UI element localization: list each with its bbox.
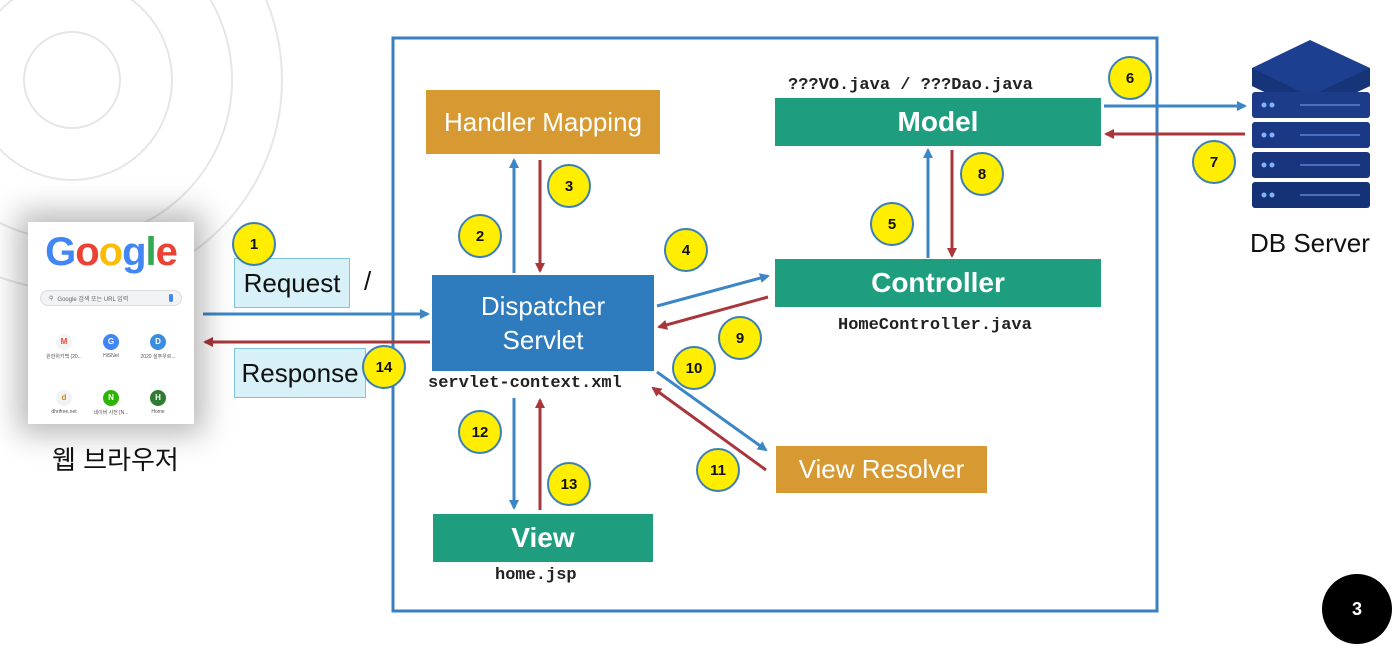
step-badge-4: 4 xyxy=(664,228,708,272)
arrow-step-11 xyxy=(651,386,767,472)
home-icon: H xyxy=(150,390,166,406)
page-number: 3 xyxy=(1322,574,1392,644)
shortcut-tile[interactable]: G HiSNet xyxy=(91,334,131,359)
arrow-step-9 xyxy=(657,295,769,330)
step-badge-8: 8 xyxy=(960,152,1004,196)
controller-box: Controller xyxy=(775,259,1101,307)
dispatcher-line-1: Dispatcher xyxy=(480,291,606,321)
site-icon: d xyxy=(56,390,72,406)
dispatcher-config-file: servlet-context.xml xyxy=(428,374,622,393)
step-badge-2: 2 xyxy=(458,214,502,258)
step-badge-14: 14 xyxy=(362,345,406,389)
step-badge-6: 6 xyxy=(1108,56,1152,100)
browser-search-bar[interactable]: ⚲ Google 검색 또는 URL 입력 xyxy=(40,290,182,306)
shortcut-tile[interactable]: D 2020 설주우르... xyxy=(138,334,178,360)
gmail-icon: M xyxy=(56,334,72,350)
browser-caption: 웹 브라우저 xyxy=(52,445,179,475)
model-files: ???VO.java / ???Dao.java xyxy=(788,76,1033,95)
spring-container-frame xyxy=(391,36,1159,613)
arrow-step-10 xyxy=(656,370,768,452)
site-icon: G xyxy=(103,334,119,350)
shortcut-tile[interactable]: N 네이버 사전 [N... xyxy=(91,390,131,416)
browser-screenshot: Google ⚲ Google 검색 또는 URL 입력 M 원한위키백 (20.… xyxy=(28,222,194,424)
google-logo: Google xyxy=(45,230,178,274)
view-box: View xyxy=(433,514,653,562)
shortcut-tile[interactable]: M 원한위키백 (20... xyxy=(44,334,84,360)
shortcut-label: Home xyxy=(151,409,165,415)
shortcut-label: 네이버 사전 [N... xyxy=(93,410,129,416)
search-placeholder: Google 검색 또는 URL 입력 xyxy=(57,296,129,303)
naver-icon: N xyxy=(103,390,119,406)
step-badge-5: 5 xyxy=(870,202,914,246)
request-label: Request xyxy=(234,258,350,308)
step-badge-7: 7 xyxy=(1192,140,1236,184)
arrow-step-4 xyxy=(656,273,770,308)
step-badge-12: 12 xyxy=(458,410,502,454)
dispatcher-line-2: Servlet xyxy=(502,325,584,355)
handler-mapping-box: Handler Mapping xyxy=(426,90,660,154)
database-server-icon xyxy=(1252,40,1370,208)
controller-file: HomeController.java xyxy=(838,316,1032,335)
step-badge-1: 1 xyxy=(232,222,276,266)
shortcut-label: 원한위키백 (20... xyxy=(46,354,82,360)
mic-icon xyxy=(169,294,173,302)
view-resolver-box: View Resolver xyxy=(776,446,987,493)
shortcut-tile[interactable]: H Home xyxy=(138,390,178,415)
shortcut-label: dhrifree.net xyxy=(51,409,77,415)
search-icon: ⚲ xyxy=(49,295,54,302)
step-badge-13: 13 xyxy=(547,462,591,506)
step-badge-10: 10 xyxy=(672,346,716,390)
db-server-label: DB Server xyxy=(1250,228,1370,258)
model-box: Model xyxy=(775,98,1101,146)
shortcut-label: 2020 설주우르... xyxy=(140,354,176,360)
dispatcher-servlet-box: Dispatcher Servlet xyxy=(432,275,654,371)
view-file: home.jsp xyxy=(495,566,577,585)
shortcut-tile[interactable]: d dhrifree.net xyxy=(44,390,84,415)
step-badge-3: 3 xyxy=(547,164,591,208)
step-badge-11: 11 xyxy=(696,448,740,492)
response-label: Response xyxy=(234,348,366,398)
site-icon: D xyxy=(150,334,166,350)
step-badge-9: 9 xyxy=(718,316,762,360)
request-path: / xyxy=(364,266,372,296)
shortcut-label: HiSNet xyxy=(103,353,119,359)
